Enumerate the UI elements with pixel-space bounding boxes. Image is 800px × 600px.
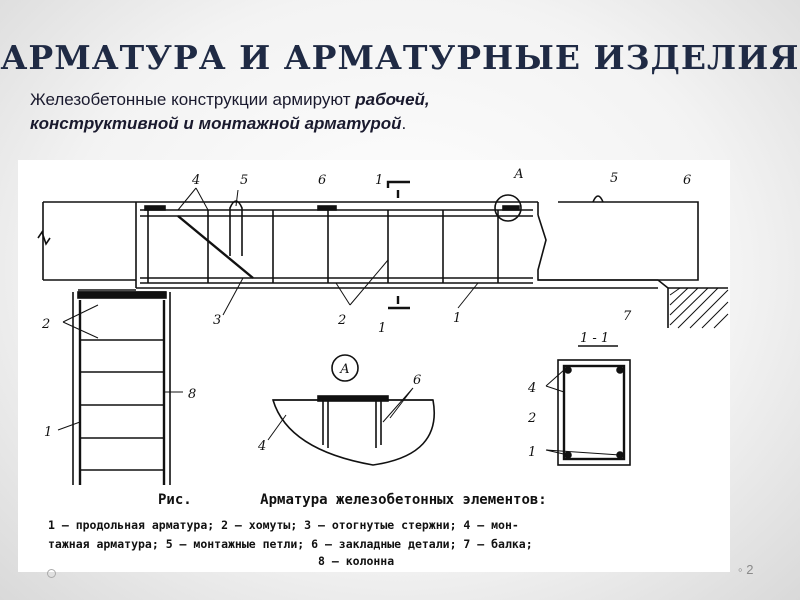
label-a-top: А	[513, 167, 524, 182]
column-bars	[78, 300, 166, 485]
column-plate	[77, 291, 167, 299]
caption-ris: Рис.	[158, 492, 192, 508]
label-1-beam: 1	[453, 311, 461, 326]
wall-break	[37, 230, 51, 246]
detail-circle	[494, 194, 522, 222]
caption-head-text: Арматура железобетонных элементов:	[260, 492, 547, 508]
label-2-column: 2	[41, 317, 50, 332]
label-5-right: 5	[610, 171, 618, 186]
caption-head: Рис. Арматура железобетонных элементов:	[158, 492, 547, 508]
page-number: ◦ 2	[738, 562, 754, 577]
reinforcement-drawing: 4 5 6 1 А 5 6 3 2 1 1 7 2 8 1 А 6 4 1 - …	[37, 167, 729, 485]
caption-line-3: 8 — колонна	[318, 554, 395, 568]
support-hatch	[669, 287, 729, 329]
embedded-plate-1	[144, 205, 166, 211]
beam-bottom	[78, 287, 658, 291]
label-a-detail: А	[339, 362, 350, 377]
label-7: 7	[623, 309, 632, 324]
detail-a-marker	[331, 354, 359, 382]
subtitle-end: .	[401, 114, 407, 133]
section-stirrup	[562, 364, 626, 461]
detail-a-anchors	[322, 401, 382, 448]
label-1-top: 1	[375, 173, 383, 188]
leader-lines	[57, 187, 621, 456]
reinforcement-figure: 4 5 6 1 А 5 6 3 2 1 1 7 2 8 1 А 6 4 1 - …	[18, 160, 730, 572]
page-number-value: 2	[746, 562, 754, 577]
beam-end	[538, 279, 669, 328]
slide-subtitle: Железобетонные конструкции армируют рабо…	[30, 88, 770, 136]
slide-title: АРМАТУРА И АРМАТУРНЫЕ ИЗДЕЛИЯ	[0, 38, 800, 77]
section-mark-top	[386, 180, 410, 198]
detail-a-outline	[271, 399, 435, 466]
beam-outline	[135, 201, 699, 288]
stirrups	[147, 210, 499, 283]
label-1-section: 1	[528, 445, 536, 460]
label-4-detail: 4	[257, 439, 266, 454]
lifting-loop-1	[229, 200, 243, 256]
bent-bar	[177, 215, 254, 279]
label-1-column: 1	[44, 425, 52, 440]
section-outline	[557, 359, 631, 466]
label-section-title: 1 - 1	[580, 331, 609, 346]
label-1-bottom: 1	[378, 321, 386, 336]
column-outline	[72, 291, 171, 485]
left-wall	[42, 201, 136, 281]
embedded-plate-2	[317, 205, 337, 211]
label-4-top: 4	[191, 173, 200, 188]
section-mark-bottom	[388, 296, 410, 310]
top-bars	[140, 209, 533, 217]
caption-line-2: тажная арматура; 5 — монтажные петли; 6 …	[48, 537, 533, 551]
label-3: 3	[213, 313, 221, 328]
decorative-dot	[47, 569, 56, 578]
label-5-top: 5	[240, 173, 248, 188]
label-6-top: 6	[318, 173, 326, 188]
label-6-right: 6	[683, 173, 691, 188]
label-8: 8	[188, 387, 196, 402]
label-2-section: 2	[527, 411, 536, 426]
subtitle-emph-2: конструктивной и монтажной арматурой	[30, 114, 402, 133]
label-4-section: 4	[527, 381, 536, 396]
lifting-loop-2	[592, 195, 604, 203]
embedded-plate-3	[502, 205, 520, 211]
detail-a-plate	[317, 395, 389, 402]
subtitle-plain: Железобетонные конструкции армируют	[30, 90, 356, 109]
label-2-beam: 2	[337, 313, 346, 328]
caption-line-1: 1 — продольная арматура; 2 — хомуты; 3 —…	[48, 518, 519, 532]
column-ties	[80, 339, 164, 471]
label-6-detail: 6	[413, 373, 421, 388]
bottom-bars	[140, 277, 533, 284]
section-bars	[564, 366, 624, 459]
subtitle-emph-1: рабочей,	[355, 90, 430, 109]
